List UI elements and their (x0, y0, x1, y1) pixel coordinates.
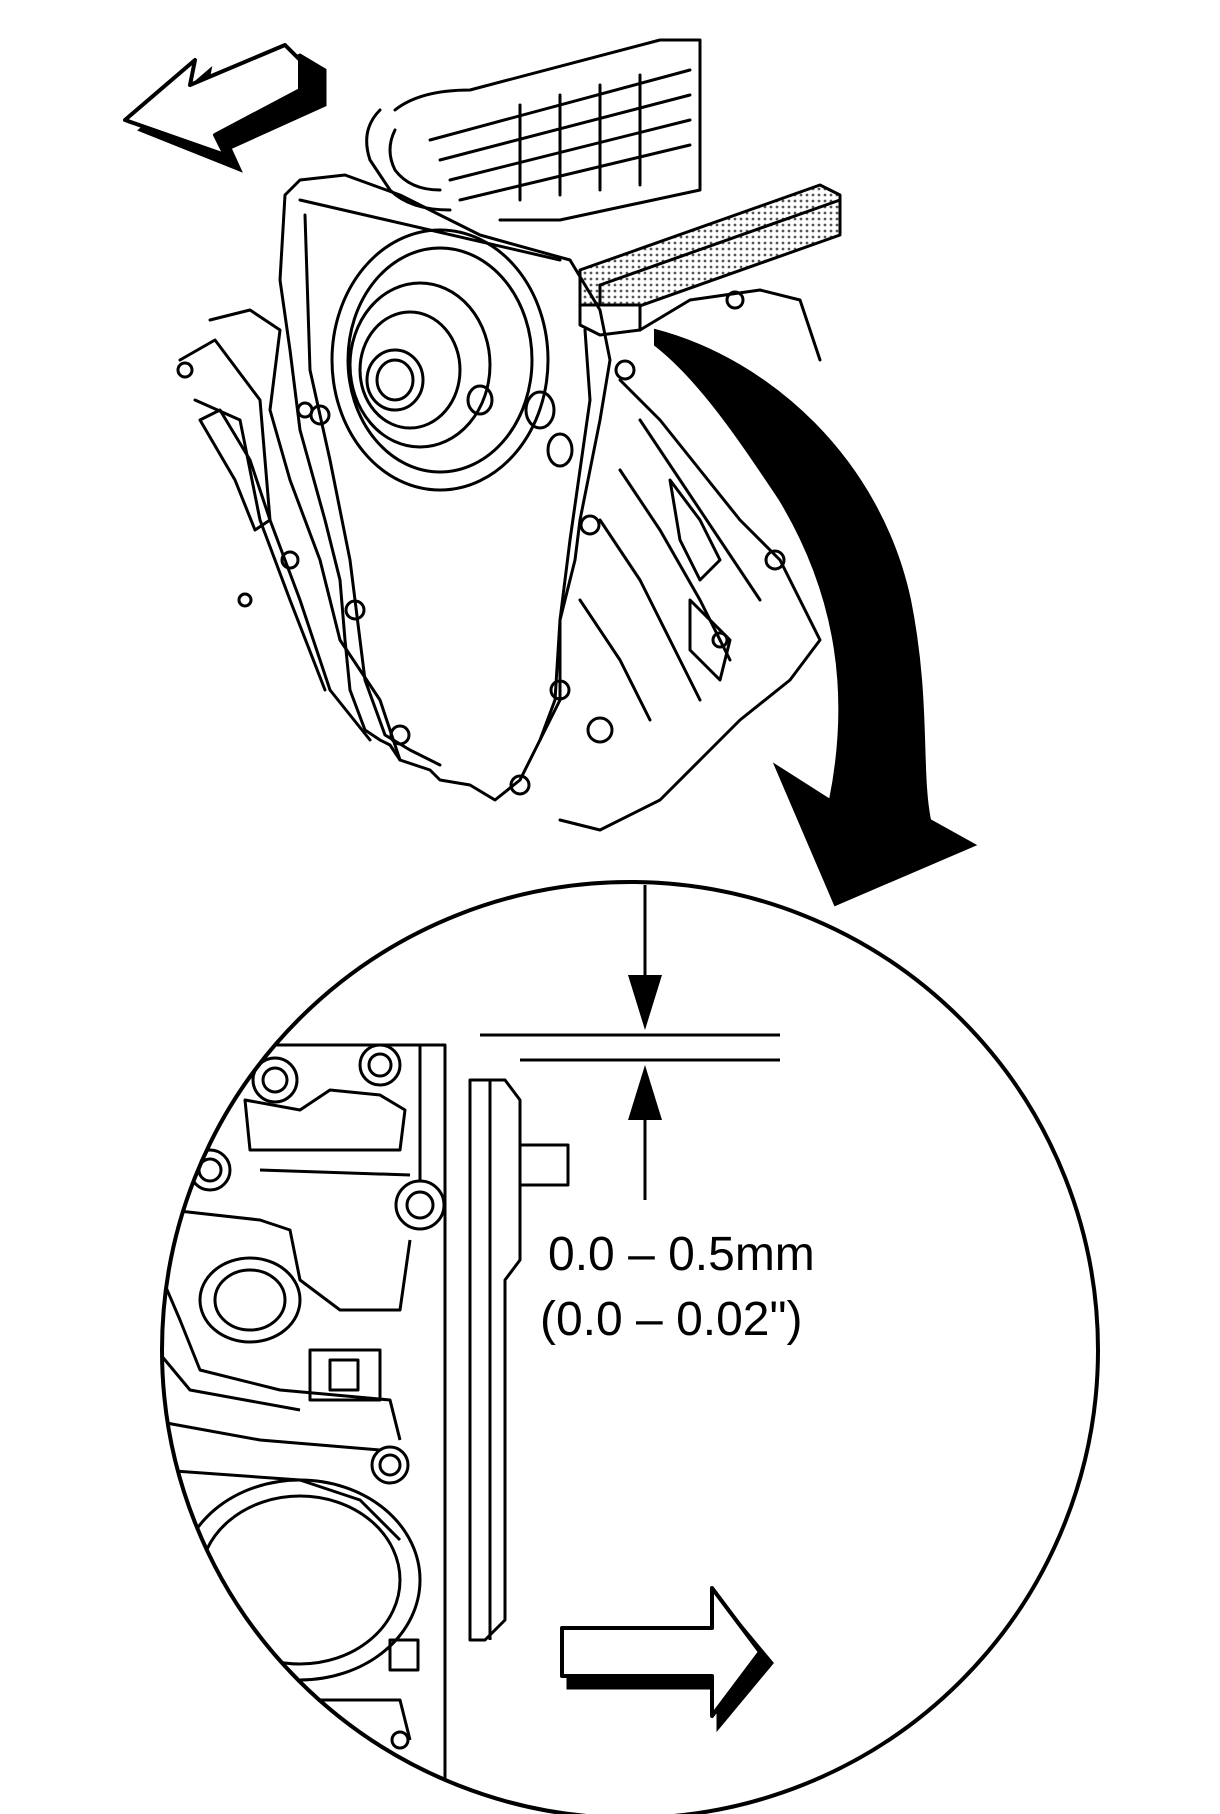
front-cover-edge (468, 1078, 570, 1642)
clearance-spec-imperial: (0.0 – 0.02") (540, 1293, 803, 1346)
direction-arrow-right-icon (560, 1586, 774, 1733)
front-cover (278, 173, 612, 802)
cover-bolts (309, 359, 636, 796)
crankshaft-balancer (330, 228, 574, 492)
direction-arrow-left-icon (123, 43, 327, 173)
engine-front-illustration (176, 38, 842, 832)
dimension-arrow-up-icon (628, 1065, 662, 1200)
detail-circle-outline (160, 880, 1100, 1814)
straightedge-tool (578, 183, 842, 337)
intake-manifold (365, 38, 702, 222)
curved-callout-arrow-icon (654, 328, 978, 907)
block-casting-detail (162, 1043, 446, 1782)
clearance-spec-metric: 0.0 – 0.5mm (548, 1228, 815, 1281)
engine-block-right (558, 288, 822, 832)
measurement-lines (480, 1033, 780, 1062)
dimension-arrow-down-icon (628, 885, 662, 1030)
